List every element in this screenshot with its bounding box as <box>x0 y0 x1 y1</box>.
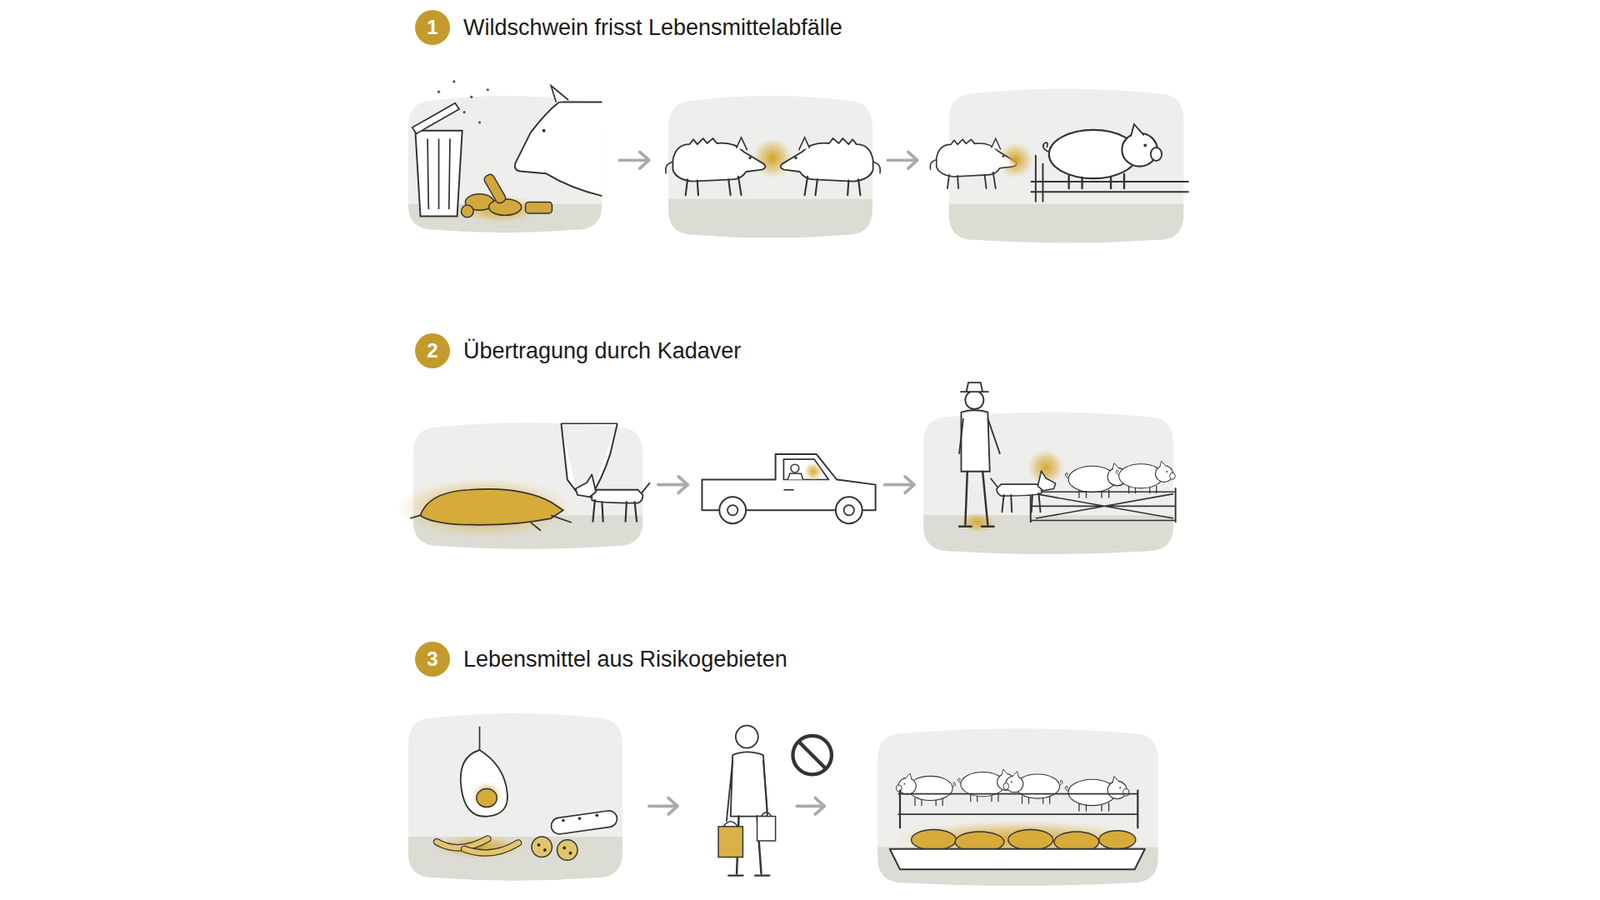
boar-fence-pig <box>930 124 1189 202</box>
section-heading: 1 Wildschwein frisst Lebensmittelabfälle <box>415 10 843 45</box>
flow-arrows <box>619 151 918 815</box>
prohibition-sign <box>792 735 832 775</box>
carcass-scene <box>398 423 650 539</box>
step-number: 2 <box>426 339 438 363</box>
garbage-scene <box>412 80 603 224</box>
section-heading: 2 Übertragung durch Kadaver <box>415 333 741 369</box>
trough-scene <box>890 769 1145 870</box>
step-number-circle: 3 <box>415 641 450 677</box>
section-heading: 3 Lebensmittel aus Risikogebieten <box>415 641 788 677</box>
step-number-circle: 1 <box>415 10 450 45</box>
section-title: Übertragung durch Kadaver <box>463 338 741 365</box>
section-title: Lebensmittel aus Risikogebieten <box>463 646 788 673</box>
food-items <box>433 726 618 860</box>
step-number: 1 <box>426 15 438 40</box>
boars-contact <box>665 137 880 195</box>
step-number-circle: 2 <box>415 333 450 369</box>
step-number: 3 <box>426 647 438 671</box>
pickup-truck <box>701 454 875 524</box>
traveller <box>716 725 776 876</box>
farm-scene <box>959 382 1176 533</box>
section-title: Wildschwein frisst Lebensmittelabfälle <box>463 15 843 41</box>
